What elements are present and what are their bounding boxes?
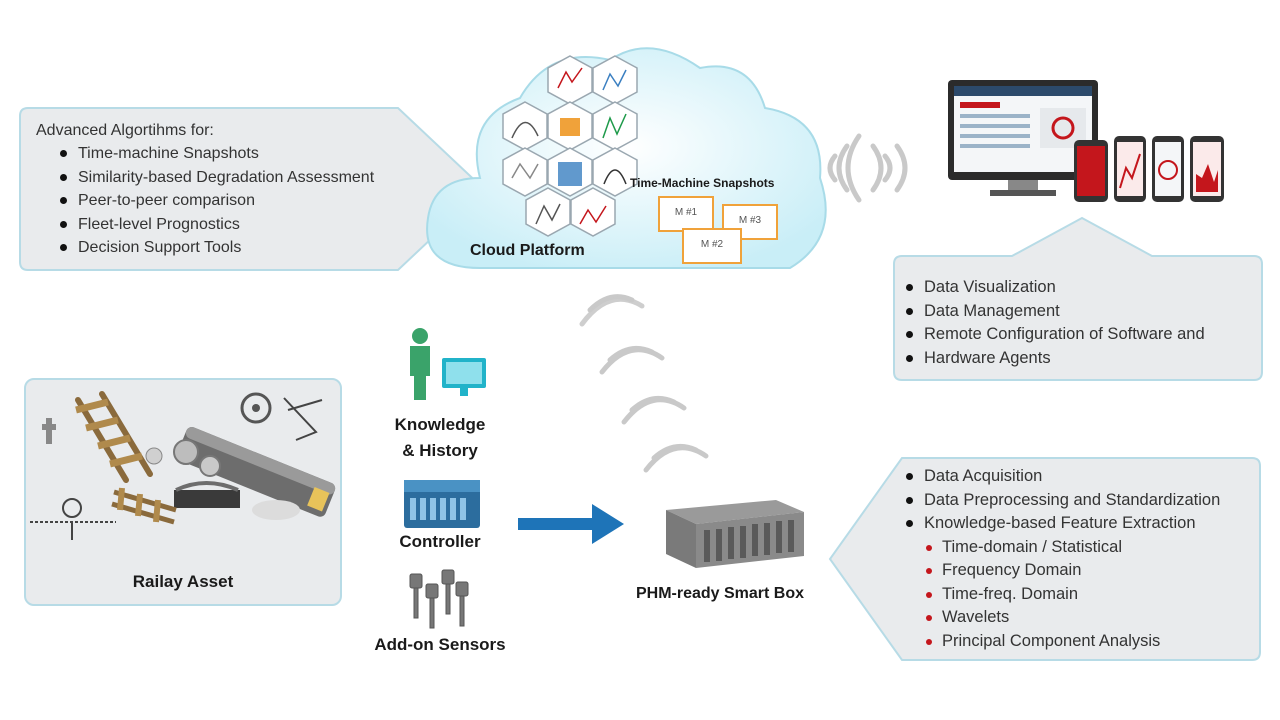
data-flow-arrow [518, 504, 624, 544]
snapshot-card: M #2 [682, 228, 742, 264]
snapshot-card-label: M #2 [700, 239, 724, 250]
railway-asset-panel: Railay Asset [24, 378, 342, 606]
smart-box-label: PHM-ready Smart Box [635, 585, 805, 602]
sensors-icon [409, 569, 469, 629]
list-item: Time-freq. Domain [902, 583, 1220, 607]
list-item: Decision Support Tools [56, 236, 374, 260]
visualization-list: Data Visualization Data Management Remot… [902, 276, 1205, 370]
list-item: Fleet-level Prognostics [56, 213, 374, 237]
controller-label: Controller [399, 532, 481, 551]
sensors-label: Add-on Sensors [374, 635, 506, 654]
list-item: Time-domain / Statistical [902, 536, 1220, 560]
processing-list: Data Acquisition Data Preprocessing and … [902, 465, 1220, 536]
monitoring-devices [946, 78, 1236, 208]
algorithms-callout-shape [19, 107, 486, 271]
list-item: Frequency Domain [902, 559, 1220, 583]
list-item: Time-machine Snapshots [56, 142, 374, 166]
knowledge-history-label: Knowledge & History [370, 412, 510, 464]
wireless-signal-icon [827, 133, 908, 203]
knowledge-label-line1: Knowledge [394, 415, 486, 434]
algorithms-callout: Advanced Algortihms for: Time-machine Sn… [18, 106, 488, 272]
snapshot-card: M #1 [658, 196, 714, 232]
knowledge-label-line2: & History [402, 441, 478, 460]
list-item: Remote Configuration of Software and [902, 323, 1205, 347]
cloud-platform: Time-Machine Snapshots M #1 M #3 M #2 Cl… [420, 38, 840, 278]
list-item: Peer-to-peer comparison [56, 189, 374, 213]
algorithms-list: Time-machine Snapshots Similarity-based … [56, 142, 374, 260]
railway-components-icon [30, 391, 336, 540]
railway-asset-label: Railay Asset [132, 572, 234, 591]
controller-icon [404, 480, 480, 528]
list-item: Similarity-based Degradation Assessment [56, 166, 374, 190]
list-item: Wavelets [902, 606, 1220, 630]
person-at-computer-icon [410, 328, 486, 400]
list-item: Data Management [902, 300, 1205, 324]
list-item: Principal Component Analysis [902, 630, 1220, 654]
wireless-signal-icon [579, 294, 709, 473]
snapshot-card-label: M #3 [738, 215, 762, 226]
snapshot-card-label: M #1 [674, 207, 698, 218]
visualization-callout: Data Visualization Data Management Remot… [892, 214, 1264, 382]
list-item: Data Visualization [902, 276, 1205, 300]
list-item: Data Acquisition [902, 465, 1220, 489]
processing-callout-shape [828, 457, 1261, 661]
algorithms-heading: Advanced Algortihms for: [36, 122, 214, 139]
list-item: Knowledge-based Feature Extraction [902, 512, 1220, 536]
list-item: Data Preprocessing and Standardization [902, 489, 1220, 513]
snapshots-label: Time-Machine Snapshots [630, 176, 775, 190]
feature-extraction-list: Time-domain / Statistical Frequency Doma… [902, 536, 1220, 654]
processing-callout: Data Acquisition Data Preprocessing and … [826, 456, 1262, 662]
visualization-callout-shape [893, 216, 1263, 381]
smart-box-icon [666, 500, 804, 568]
cloud-platform-label: Cloud Platform [470, 242, 585, 259]
monitor-and-phones-icon [948, 80, 1224, 202]
list-item: Hardware Agents [902, 347, 1205, 371]
